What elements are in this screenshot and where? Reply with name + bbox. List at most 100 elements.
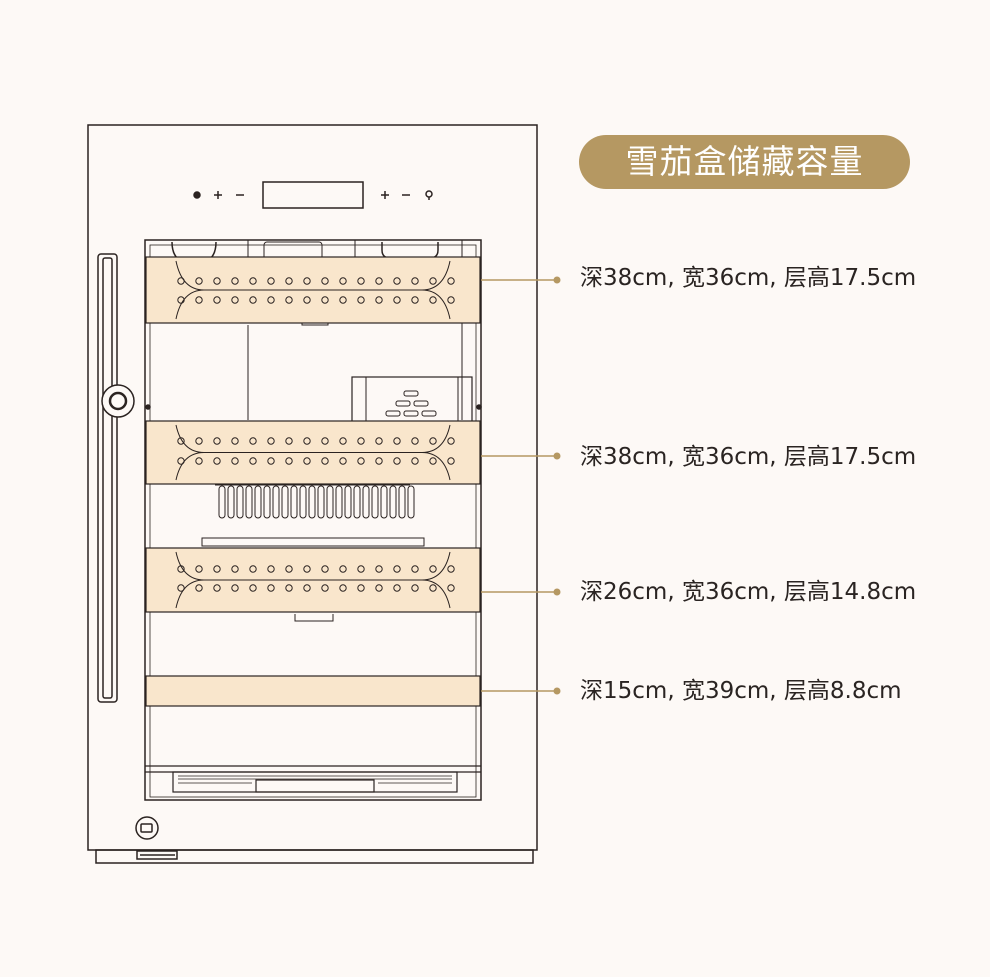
vent-hole bbox=[339, 565, 347, 573]
vent-hole bbox=[375, 296, 383, 304]
heat-sink-fin bbox=[308, 485, 316, 519]
vent-hole bbox=[303, 277, 311, 285]
vent-hole bbox=[447, 457, 455, 465]
vent-hole bbox=[393, 584, 401, 592]
vent-hole bbox=[231, 437, 239, 445]
heat-sink-fin bbox=[272, 485, 280, 519]
vent-hole bbox=[357, 437, 365, 445]
vent-hole bbox=[213, 277, 221, 285]
vent-hole bbox=[429, 437, 437, 445]
vent-hole bbox=[357, 277, 365, 285]
vent-hole bbox=[231, 565, 239, 573]
vent-hole bbox=[357, 296, 365, 304]
vent-hole bbox=[267, 437, 275, 445]
vent-hole bbox=[321, 296, 329, 304]
vent-hole bbox=[213, 437, 221, 445]
leader-dot bbox=[553, 276, 561, 284]
vent-hole bbox=[303, 437, 311, 445]
vent-hole bbox=[195, 296, 203, 304]
leader-dot bbox=[553, 588, 561, 596]
capacity-title: 雪茄盒储藏容量 bbox=[579, 135, 910, 189]
vent-hole bbox=[339, 437, 347, 445]
heat-sink-fin bbox=[254, 485, 262, 519]
shelf-1-spec: 深38cm, 宽36cm, 层高17.5cm bbox=[580, 265, 917, 291]
vent-hole bbox=[429, 565, 437, 573]
vent-hole bbox=[195, 565, 203, 573]
shelf-3-spec: 深26cm, 宽36cm, 层高14.8cm bbox=[580, 579, 917, 605]
vent-hole bbox=[177, 437, 185, 445]
vent-hole bbox=[195, 584, 203, 592]
base-lock bbox=[135, 816, 159, 840]
vent-hole bbox=[195, 437, 203, 445]
vent-hole bbox=[231, 457, 239, 465]
vent-hole bbox=[393, 296, 401, 304]
vent-hole bbox=[411, 584, 419, 592]
heat-sink-fin bbox=[380, 485, 388, 519]
vent-hole bbox=[177, 277, 185, 285]
vent-hole bbox=[303, 457, 311, 465]
vent-hole bbox=[375, 457, 383, 465]
vent-hole bbox=[285, 296, 293, 304]
shelf-1 bbox=[145, 256, 561, 324]
plus-icon bbox=[214, 191, 222, 199]
heat-sink-fin bbox=[398, 485, 406, 519]
vent-hole bbox=[411, 277, 419, 285]
vent-hole bbox=[447, 296, 455, 304]
heat-sink-fin bbox=[362, 485, 370, 519]
vent-hole bbox=[339, 457, 347, 465]
heat-sink-fin bbox=[281, 485, 289, 519]
vent-hole bbox=[447, 565, 455, 573]
vent-hole bbox=[321, 437, 329, 445]
heat-sink-fin bbox=[335, 485, 343, 519]
shelf-2-spec: 深38cm, 宽36cm, 层高17.5cm bbox=[580, 444, 917, 470]
vent-hole bbox=[393, 437, 401, 445]
bottom-drawer bbox=[145, 765, 481, 793]
heat-sink-fin bbox=[353, 485, 361, 519]
vent-hole bbox=[213, 584, 221, 592]
vent-hole bbox=[393, 457, 401, 465]
vent-hole bbox=[357, 584, 365, 592]
vent-hole bbox=[285, 584, 293, 592]
vent-hole bbox=[321, 277, 329, 285]
heat-sink-fin bbox=[344, 485, 352, 519]
vent-hole bbox=[429, 296, 437, 304]
door-handle bbox=[97, 253, 118, 703]
vent-hole bbox=[411, 437, 419, 445]
vent-hole bbox=[177, 584, 185, 592]
vent-hole bbox=[321, 565, 329, 573]
vent-hole bbox=[231, 296, 239, 304]
heat-sink-fin bbox=[299, 485, 307, 519]
vent-hole bbox=[177, 565, 185, 573]
vent-hole bbox=[249, 565, 257, 573]
vent-hole bbox=[375, 437, 383, 445]
shelf-4-tray bbox=[145, 675, 481, 707]
vent-hole bbox=[195, 277, 203, 285]
vent-hole bbox=[249, 277, 257, 285]
heat-sink-fin bbox=[263, 485, 271, 519]
cabinet-body bbox=[87, 124, 538, 864]
heat-sink-fin bbox=[245, 485, 253, 519]
leader-dot bbox=[553, 687, 561, 695]
vent-hole bbox=[357, 457, 365, 465]
vent-hole bbox=[195, 457, 203, 465]
vent-hole bbox=[429, 457, 437, 465]
heat-sink-fin bbox=[218, 485, 226, 519]
vent-hole bbox=[267, 296, 275, 304]
vent-hole bbox=[447, 584, 455, 592]
heat-sink-fin bbox=[371, 485, 379, 519]
vent-hole bbox=[231, 584, 239, 592]
heat-sink-fin bbox=[227, 485, 235, 519]
vent-hole bbox=[393, 277, 401, 285]
vent-hole bbox=[411, 565, 419, 573]
shelf-3 bbox=[145, 547, 561, 613]
vent-hole bbox=[303, 584, 311, 592]
vent-hole bbox=[267, 584, 275, 592]
vent-hole bbox=[249, 457, 257, 465]
leader-dot bbox=[553, 452, 561, 460]
heat-sink-fin bbox=[407, 485, 415, 519]
vent-hole bbox=[339, 296, 347, 304]
vent-hole bbox=[177, 296, 185, 304]
vent-hole bbox=[231, 277, 239, 285]
heat-sink-fin bbox=[389, 485, 397, 519]
vent-hole bbox=[213, 565, 221, 573]
